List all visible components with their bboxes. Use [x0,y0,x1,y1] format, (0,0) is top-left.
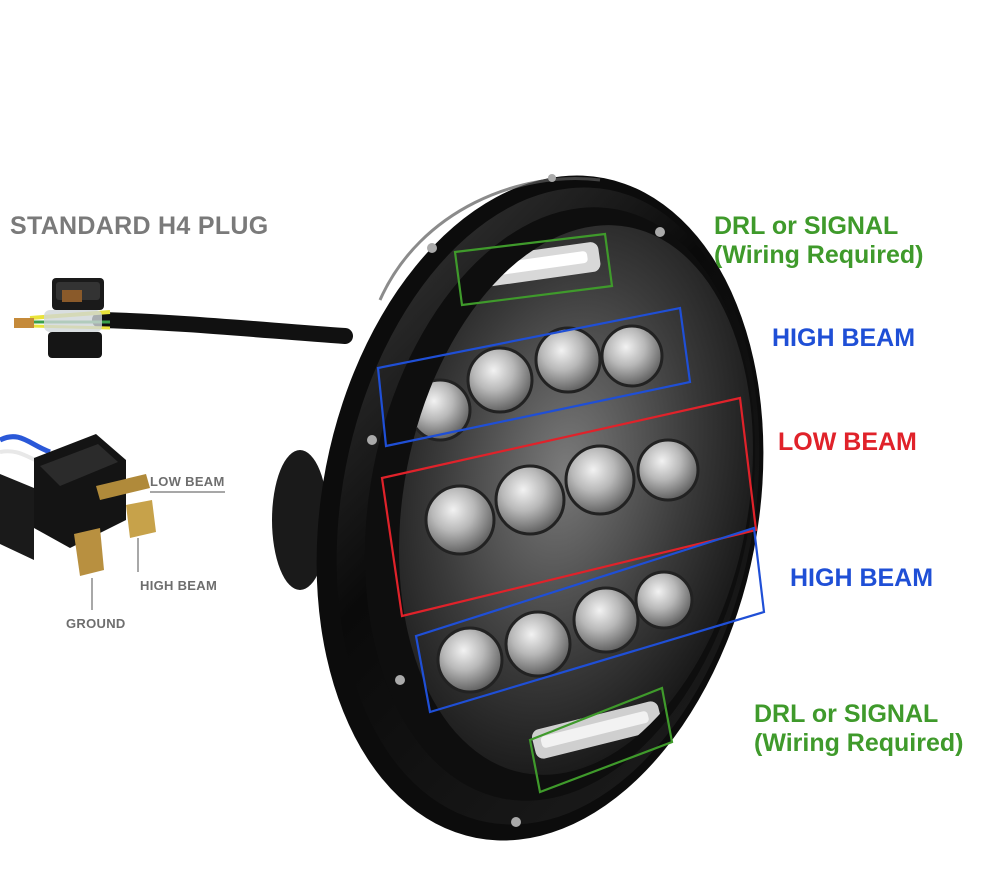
plug-title: STANDARD H4 PLUG [10,212,269,240]
mounting-stud [272,450,328,590]
pin-label-ground: GROUND [66,616,126,631]
zone-outlines [376,232,766,794]
h4-plug-top-icon [14,278,104,358]
drl-bottom-zone [528,686,674,794]
drl-top-zone [453,232,614,307]
pin-leader-lines [91,491,225,610]
h4-plug-pins-icon [0,434,156,576]
callout-drl-top: DRL or SIGNAL (Wiring Required) [714,212,924,270]
callout-drl-bottom: DRL or SIGNAL (Wiring Required) [754,700,964,758]
callout-drl-top-line2: (Wiring Required) [714,240,924,269]
pin-label-low-beam: LOW BEAM [150,474,225,489]
callout-drl-bottom-line1: DRL or SIGNAL [754,700,939,728]
low-beam-zone [380,396,758,618]
high-beam-top-zone [376,306,692,448]
callout-high-beam-top: HIGH BEAM [772,324,916,352]
callout-drl-bottom-line2: (Wiring Required) [754,728,964,757]
callout-drl-top-line1: DRL or SIGNAL [714,212,899,240]
callout-low-beam: LOW BEAM [778,428,917,456]
callout-high-beam-bottom: HIGH BEAM [790,564,934,592]
lens-face [399,225,753,775]
high-beam-bottom-zone [414,526,766,714]
pin-label-high-beam: HIGH BEAM [140,578,218,593]
